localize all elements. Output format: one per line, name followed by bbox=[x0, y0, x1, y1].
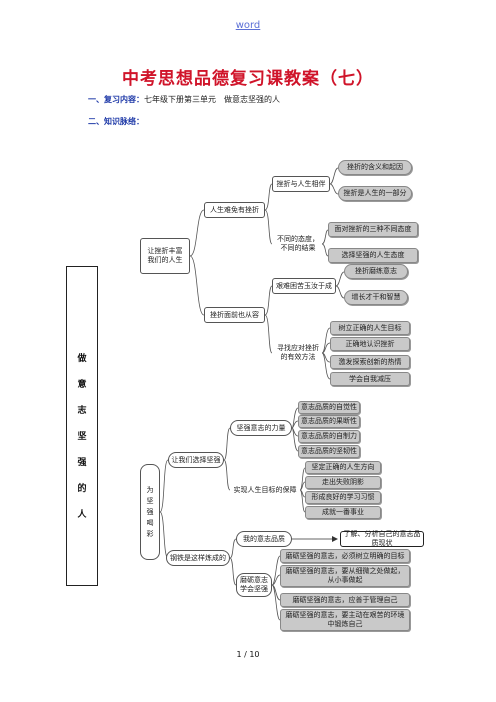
page-number: 1 / 10 bbox=[236, 650, 260, 659]
map2-branch-node: 让我们选择坚强 bbox=[168, 452, 224, 468]
map2-leaf-node: 坚定正确的人生方向 bbox=[305, 461, 381, 474]
map2-sub-node: 磨砺意志 学会坚强 bbox=[236, 573, 272, 597]
map1-leaf-node: 面对挫折的三种不同态度 bbox=[328, 222, 418, 237]
map2-leaf-node: 意志品质的自觉性 bbox=[298, 401, 360, 414]
review-content-line: 一、复习内容：七年级下册第三单元 做意志坚强的人 bbox=[88, 94, 280, 105]
map1-leaf-node: 激发探索创新的热情 bbox=[330, 355, 410, 369]
map1-leaf-node: 挫折是人生的一部分 bbox=[338, 186, 412, 201]
map2-sub-node: 实现人生目标的保障 bbox=[233, 485, 297, 494]
map2-leaf-node: 磨砺坚强的意志，要从细微之处做起，从小事做起 bbox=[280, 565, 410, 587]
map1-sub-node: 寻找应对挫折 的有效方法 bbox=[277, 344, 319, 361]
map1-branch-node: 挫折面前也从容 bbox=[204, 307, 265, 323]
map2-root-node: 为 坚 强 喝 彩 bbox=[140, 464, 160, 560]
review-content-label: 一、复习内容： bbox=[88, 94, 144, 104]
map1-leaf-node: 正确地认识挫折 bbox=[330, 337, 410, 351]
map2-leaf-node: 走出失败阴影 bbox=[305, 476, 381, 489]
map2-leaf-node: 意志品质的自制力 bbox=[298, 430, 360, 443]
side-title-char: 坚 bbox=[77, 432, 87, 442]
side-title-char: 的 bbox=[77, 484, 87, 494]
map2-leaf-node: 形成良好的学习习惯 bbox=[305, 491, 381, 504]
map1-leaf-node: 学会自我减压 bbox=[330, 372, 410, 386]
map1-leaf-node: 挫折的含义和起因 bbox=[338, 160, 412, 175]
side-title-char: 志 bbox=[77, 406, 87, 416]
map1-leaf-node: 选择坚强的人生态度 bbox=[328, 248, 418, 263]
map2-leaf-node: 磨砺坚强的意志，必须树立明确的目标 bbox=[280, 549, 410, 563]
map2-sub-node: 坚强意志的力量 bbox=[230, 420, 292, 436]
map2-leaf-node: 意志品质的坚韧性 bbox=[298, 445, 360, 458]
map1-branch-node: 人生难免有挫折 bbox=[204, 202, 265, 218]
map2-branch-node: 钢铁是这样炼成的 bbox=[166, 550, 230, 566]
unit-side-title-box: 做 意 志 坚 强 的 人 bbox=[66, 266, 98, 586]
map2-leaf-node: 了解、分析自己的意志品质现状 bbox=[340, 530, 424, 547]
map1-sub-node: 艰难困苦玉汝于成 bbox=[272, 278, 336, 294]
knowledge-map-heading: 二、知识脉络： bbox=[88, 116, 144, 127]
map1-sub-node: 不同的态度， 不同的结果 bbox=[277, 235, 319, 252]
map1-sub-node: 挫折与人生相伴 bbox=[272, 176, 330, 192]
map2-leaf-node: 磨砺坚强的意志，要主动在艰苦的环境中锻炼自己 bbox=[280, 609, 410, 631]
knowledge-map-label: 二、知识脉络： bbox=[88, 116, 144, 126]
side-title-char: 做 bbox=[77, 354, 87, 364]
map1-leaf-node: 增长才干和智慧 bbox=[344, 290, 408, 305]
header-word-link[interactable]: word bbox=[235, 20, 261, 31]
map1-leaf-node: 树立正确的人生目标 bbox=[330, 321, 410, 335]
side-title-char: 意 bbox=[77, 380, 87, 390]
map2-sub-node: 我的意志品质 bbox=[236, 531, 292, 547]
map2-leaf-node: 成就一番事业 bbox=[305, 506, 381, 519]
map1-root-node: 让挫折丰富 我们的人生 bbox=[140, 238, 190, 274]
map2-leaf-node: 磨砺坚强的意志，应善于管理自己 bbox=[280, 593, 410, 607]
side-title-char: 人 bbox=[77, 510, 87, 520]
page-title: 中考思想品德复习课教案（七） bbox=[122, 69, 374, 89]
side-title-char: 强 bbox=[77, 458, 87, 468]
map2-leaf-node: 意志品质的果断性 bbox=[298, 415, 360, 428]
map1-leaf-node: 挫折磨练意志 bbox=[344, 264, 408, 279]
review-content-text: 七年级下册第三单元 做意志坚强的人 bbox=[144, 95, 280, 104]
